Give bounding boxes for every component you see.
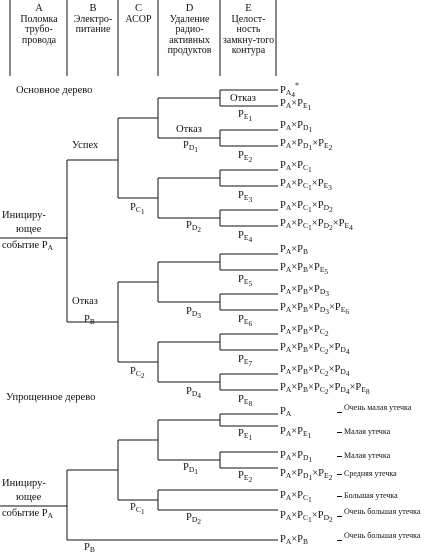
main-outcome: PA×PC1×PD2 — [280, 200, 333, 214]
success-label: Успех — [72, 140, 99, 151]
severity-dash — [337, 496, 342, 497]
simplified-outcome: PA×PC1 — [280, 490, 312, 504]
otkaz-e-label: Отказ — [230, 93, 256, 104]
severity-dash — [337, 540, 342, 541]
simplified-initiator-line3: событие PA — [2, 508, 53, 522]
main-branch-prob: PD4 — [186, 386, 202, 400]
simplified-outcome: PA×PB — [280, 534, 309, 546]
simplified-outcome: PA×PD1×PE2 — [280, 468, 333, 482]
main-outcome: PA×PB×PC2×PD4×PE8 — [280, 382, 370, 396]
main-tree-title: Основное дерево — [16, 85, 93, 96]
severity-label: Очень большая утечка — [344, 531, 421, 540]
severity-dash — [337, 412, 342, 413]
pb-label: PB — [84, 314, 95, 326]
header-col-e: E Целост-ность замкну-того контура — [221, 3, 276, 57]
header-col-c-letter: C — [134, 3, 142, 14]
simplified-branch-prob: PB — [84, 542, 95, 554]
simplified-branch-prob: PE2 — [238, 470, 253, 484]
header-col-b: B Электро-питание — [68, 3, 118, 36]
main-branch-prob: PD1 — [183, 140, 199, 154]
simplified-branch-prob: PD2 — [186, 512, 202, 526]
severity-label: Очень большая утечка — [344, 507, 421, 516]
otkaz-d-label: Отказ — [176, 124, 202, 135]
main-branch-prob: PC1 — [130, 202, 145, 216]
main-branch-prob: PE4 — [238, 230, 253, 244]
main-branch-prob: PE8 — [238, 394, 253, 408]
main-branch-prob: PE7 — [238, 354, 253, 368]
header-col-d: D Удаление радио-активных продуктов — [159, 3, 220, 57]
main-outcome: PA×PB×PC2×PD4 — [280, 364, 350, 378]
failure-label: Отказ — [72, 296, 98, 307]
main-branch-prob: PE5 — [238, 274, 253, 288]
main-outcome: PA×PC1×PD2×PE4 — [280, 218, 353, 232]
simplified-branch-prob: PE1 — [238, 428, 253, 442]
main-outcome: PA×PC1 — [280, 160, 312, 174]
main-outcome: PA×PB×PD3 — [280, 284, 329, 298]
header-col-d-letter: D — [185, 3, 194, 14]
severity-label: Малая утечка — [344, 451, 391, 460]
main-outcome: PA×PB×PE5 — [280, 262, 329, 276]
main-outcome: PA4* — [280, 81, 300, 99]
severity-dash — [337, 474, 342, 475]
simplified-initiator-text: событие P — [2, 508, 48, 519]
header-col-b-text: Электро-питание — [73, 13, 113, 35]
main-initiator-sub: A — [47, 243, 54, 252]
header-col-a: A Поломка трубо-провода — [11, 3, 67, 46]
main-initiator-line2: ющее — [16, 224, 42, 235]
severity-label: Средняя утечка — [344, 469, 397, 478]
main-branch-prob: PE1 — [238, 109, 253, 123]
simplified-initiator-line1: Инициру- — [2, 478, 46, 489]
severity-dash — [337, 456, 342, 457]
main-outcome: PA×PE1 — [280, 98, 312, 112]
header-col-e-text: Целост-ность замкну-того контура — [222, 13, 275, 56]
severity-label: Малая утечка — [344, 427, 391, 436]
simplified-branch-prob: PC1 — [130, 502, 145, 516]
main-branch-prob: PD3 — [186, 306, 202, 320]
header-col-a-text: Поломка трубо-провода — [20, 13, 58, 46]
main-branch-prob: PE2 — [238, 150, 253, 164]
header-col-c: C АСОР — [119, 3, 158, 25]
main-branch-prob: PD2 — [186, 220, 202, 234]
main-outcome: PA×PD1 — [280, 120, 313, 134]
simplified-tree-title: Упрощенное дерево — [6, 392, 96, 403]
header-col-b-letter: B — [89, 3, 97, 14]
simplified-initiator-sub: A — [47, 511, 54, 520]
main-branch-prob: PE6 — [238, 314, 253, 328]
main-outcome: PA×PD1×PE2 — [280, 138, 333, 152]
main-initiator-text: событие P — [2, 240, 48, 251]
simplified-outcome: PA — [280, 406, 292, 418]
header-col-c-text: АСОР — [125, 13, 152, 25]
simplified-branch-prob: PD1 — [183, 462, 199, 476]
main-initiator-line1: Инициру- — [2, 210, 46, 221]
severity-dash — [337, 516, 342, 517]
header-col-d-text: Удаление радио-активных продуктов — [167, 13, 212, 56]
main-outcome: PA×PB×PD3×PE6 — [280, 302, 350, 316]
main-outcome: PA×PC1×PE3 — [280, 178, 332, 192]
main-outcome: PA×PB — [280, 244, 309, 256]
pb-sub: B — [89, 317, 95, 326]
simplified-outcome: PA×PC1×PD2 — [280, 510, 333, 524]
simplified-outcome: PA×PE1 — [280, 426, 312, 440]
main-outcome: PA×PB×PC2×PD4 — [280, 342, 350, 356]
severity-label: Очень малая утечка — [344, 403, 412, 412]
main-branch-prob: PC2 — [130, 366, 145, 380]
header-col-a-letter: A — [35, 3, 43, 14]
main-initiator-line3: событие PA — [2, 240, 53, 254]
severity-label: Большая утечка — [344, 491, 398, 500]
severity-dash — [337, 432, 342, 433]
main-outcome: PA×PB×PC2 — [280, 324, 329, 338]
header-col-e-letter: E — [245, 3, 252, 14]
main-branch-prob: PE3 — [238, 190, 253, 204]
simplified-initiator-line2: ющее — [16, 492, 42, 503]
header-grid — [9, 0, 277, 76]
simplified-outcome: PA×PD1 — [280, 450, 313, 464]
